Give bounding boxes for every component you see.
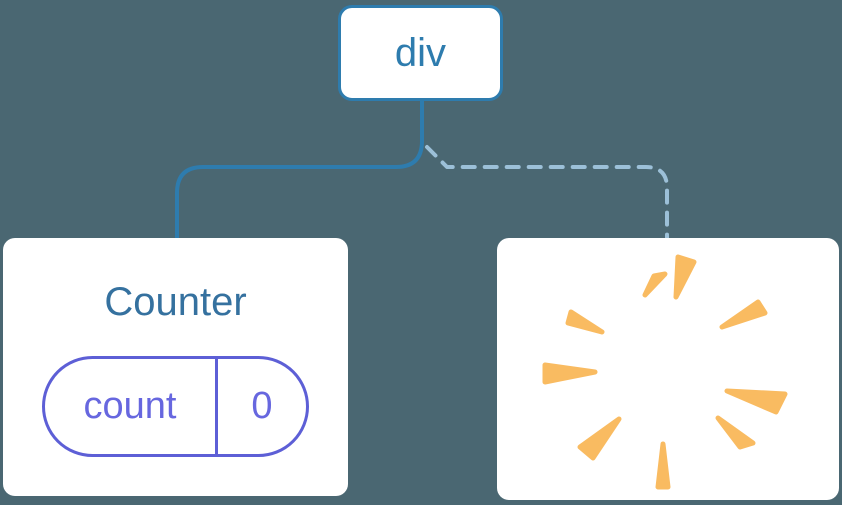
node-div: div bbox=[338, 5, 503, 101]
node-removed bbox=[497, 238, 839, 500]
node-div-label: div bbox=[394, 30, 447, 75]
state-value: 0 bbox=[215, 359, 306, 454]
poof-ray bbox=[655, 441, 671, 490]
poof-ray bbox=[542, 362, 598, 385]
state-pill: count 0 bbox=[42, 356, 309, 457]
edge-div-to-removed bbox=[425, 145, 669, 240]
poof-ray bbox=[577, 416, 622, 461]
poof-burst-icon bbox=[542, 254, 788, 490]
poof-ray bbox=[719, 299, 768, 330]
counter-title: Counter bbox=[104, 280, 247, 324]
poof-ray bbox=[642, 271, 668, 298]
poof-ray bbox=[715, 415, 756, 450]
edge-div-to-counter bbox=[175, 101, 424, 238]
node-counter: Counter count 0 bbox=[3, 238, 348, 496]
state-key: count bbox=[83, 385, 177, 427]
poof-ray bbox=[724, 388, 788, 415]
poof-ray bbox=[565, 309, 605, 335]
poof-ray bbox=[673, 254, 697, 300]
